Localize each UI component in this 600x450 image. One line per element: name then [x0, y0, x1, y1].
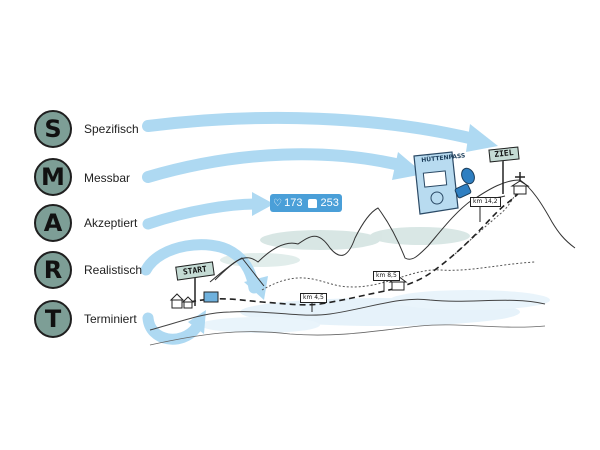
term-realistisch: Realistisch	[84, 263, 143, 277]
smart-letter-s-text: S	[44, 115, 62, 143]
heart-icon: ♡	[273, 197, 283, 209]
term-spezifisch: Spezifisch	[84, 122, 139, 136]
start-village	[169, 293, 195, 309]
smart-letter-m: M	[34, 158, 72, 196]
foreground-hill	[149, 298, 546, 331]
smart-letter-a-text: A	[43, 209, 63, 237]
arrow-realistisch-head	[244, 276, 268, 300]
trail-dotted-upper	[261, 261, 536, 291]
smart-letter-m-text: M	[41, 163, 65, 191]
smart-letter-t-text: T	[44, 305, 62, 333]
smart-letter-a: A	[34, 204, 72, 242]
smart-letter-s: S	[34, 110, 72, 148]
smart-letter-t: T	[34, 300, 72, 338]
km-sign-b: km 8,5	[373, 271, 400, 281]
thumbs-count: 253	[320, 197, 339, 209]
thumbs-up-icon	[308, 198, 318, 208]
foreground-valley	[149, 324, 546, 346]
mountain-right	[469, 179, 576, 249]
social-badge: ♡ 173 253	[270, 194, 342, 212]
summit-hut	[510, 180, 530, 195]
arrow-messbar	[142, 148, 410, 183]
arrow-terminiert	[142, 312, 202, 345]
likes-count: 173	[284, 197, 303, 209]
smart-letter-r: R	[34, 251, 72, 289]
arrow-spezifisch-head	[466, 124, 498, 152]
arrow-realistisch	[140, 239, 260, 294]
term-terminiert: Terminiert	[84, 312, 137, 326]
term-messbar: Messbar	[84, 171, 131, 185]
arrow-akzeptiert-head	[252, 192, 274, 216]
mountain-ridge-back	[214, 195, 506, 281]
hut-passport-icon	[413, 151, 459, 215]
start-map-icon	[203, 291, 219, 303]
trail-dotted-right	[454, 191, 519, 255]
km-sign-c: km 14,2	[470, 197, 501, 207]
stamp-icon	[454, 167, 475, 199]
mountain-left	[209, 257, 265, 287]
trail-dashed-main	[189, 189, 523, 306]
km-sign-a: km 4,5	[300, 293, 327, 303]
term-akzeptiert: Akzeptiert	[84, 216, 138, 230]
arrow-spezifisch	[142, 111, 484, 146]
arrow-akzeptiert	[142, 198, 264, 230]
smart-letter-r-text: R	[43, 256, 63, 284]
